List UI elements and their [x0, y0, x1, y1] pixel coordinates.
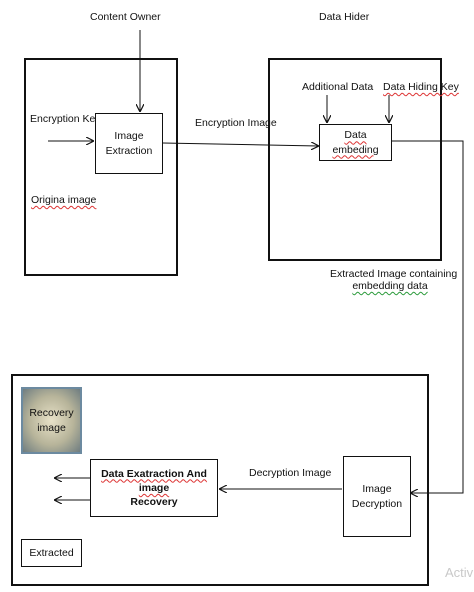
- decryption-image-label: Decryption Image: [249, 467, 332, 479]
- recovery-image-line2: image: [37, 421, 66, 434]
- additional-data-label: Additional Data: [302, 81, 374, 93]
- extracted-image-label: Extracted Image containing embedding dat…: [330, 268, 458, 293]
- image-decryption-line1: Image: [362, 483, 392, 496]
- activation-watermark: Activ: [445, 565, 474, 580]
- content-receiver-container: [11, 374, 429, 586]
- data-embedding-text: Data embeding: [332, 129, 379, 156]
- image-extraction-line2: Extraction: [105, 144, 153, 157]
- data-hider-label: Data Hider: [319, 11, 370, 23]
- recovery-image-line1: Recovery: [29, 407, 74, 420]
- image-decryption-line2: Decryption: [351, 497, 403, 510]
- original-image-label: Origina image: [31, 194, 97, 206]
- encryption-image-label: Encryption Image: [195, 117, 277, 129]
- data-hiding-key-label: Data Hiding Key: [383, 81, 459, 93]
- encryption-key-label: Encryption Key: [30, 113, 101, 125]
- data-extraction-line1: Data Exatraction And image: [101, 467, 207, 494]
- encryption-image-arrow: [162, 143, 318, 146]
- embedding-output-line: [392, 140, 464, 493]
- content-owner-container: [24, 58, 178, 276]
- data-extraction-line2: Recovery: [130, 496, 178, 509]
- extracted-box: Extracted: [21, 539, 82, 567]
- data-hider-container: [268, 58, 442, 261]
- content-owner-label: Content Owner: [90, 11, 161, 23]
- extracted-text: Extracted: [29, 546, 74, 559]
- data-embedding-box: Data embeding: [319, 124, 392, 161]
- image-extraction-line1: Image: [114, 130, 144, 143]
